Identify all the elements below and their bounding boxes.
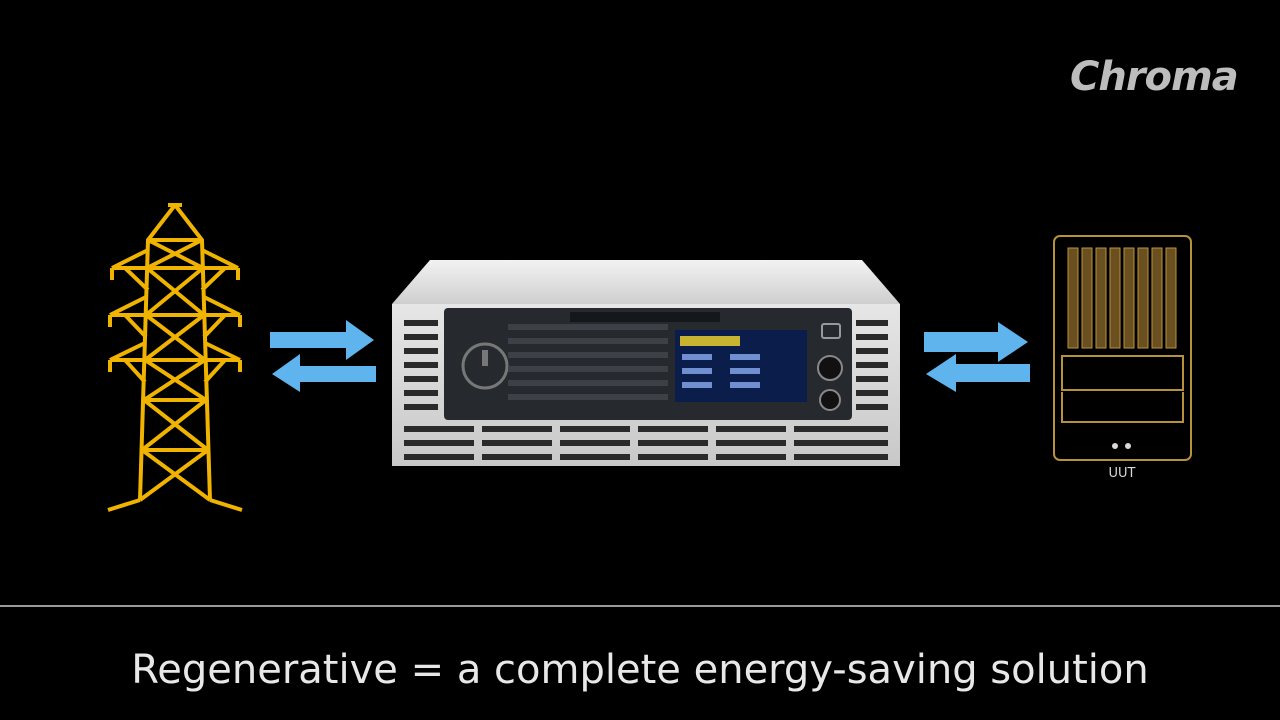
regenerative-power-supply-icon bbox=[392, 260, 900, 466]
bidirectional-arrows-icon bbox=[924, 322, 1030, 392]
unit-under-test-icon bbox=[1053, 235, 1192, 461]
uut-label: UUT bbox=[1108, 466, 1136, 481]
chroma-logo: Chroma bbox=[1070, 54, 1239, 100]
caption-text: Regenerative = a complete energy-saving … bbox=[131, 647, 1149, 693]
power-tower-icon bbox=[107, 203, 243, 512]
caption-divider bbox=[0, 605, 1280, 607]
bidirectional-arrows-icon bbox=[270, 320, 376, 392]
